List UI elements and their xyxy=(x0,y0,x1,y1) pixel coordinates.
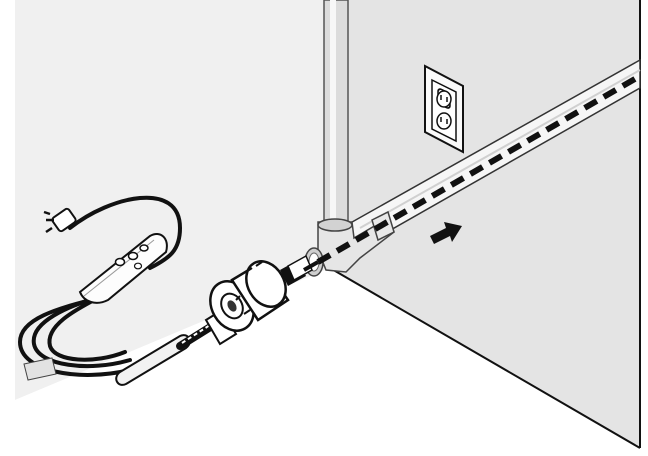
outlet-receptacle-top xyxy=(437,91,451,107)
gfci-indicator xyxy=(140,245,148,251)
outlet-receptacle-bottom xyxy=(437,113,451,129)
gfci-button-2 xyxy=(129,253,138,260)
gfci-button-1 xyxy=(116,259,125,266)
vertical-pipe xyxy=(324,0,348,228)
